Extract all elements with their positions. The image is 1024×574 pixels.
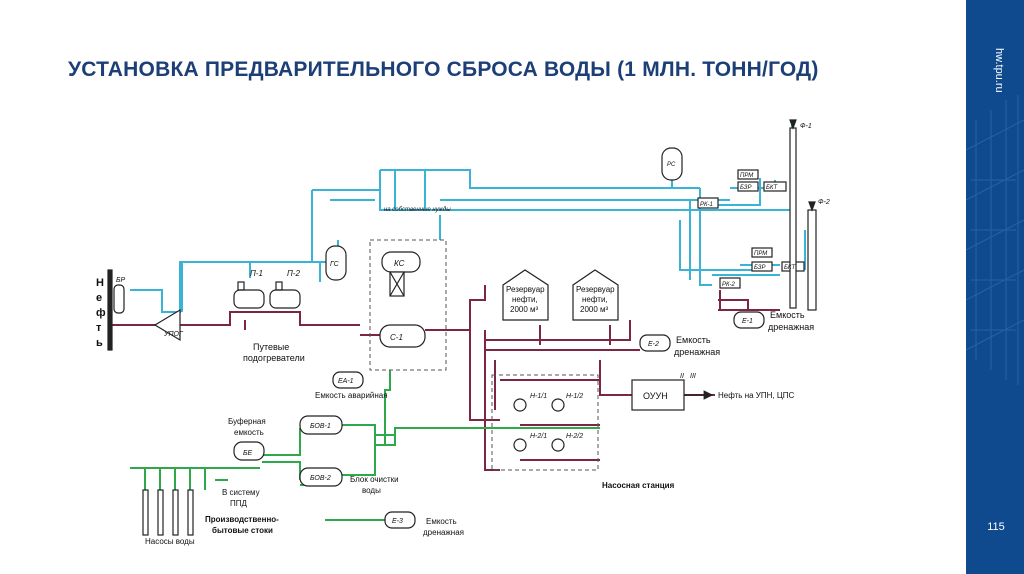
label-to-ppd-1: В систему bbox=[222, 488, 260, 497]
gas-lines bbox=[130, 120, 806, 313]
label-pump-n22: Н-2/2 bbox=[566, 433, 583, 440]
label-e1: Е-1 bbox=[742, 318, 753, 325]
label-c1: С-1 bbox=[390, 333, 403, 342]
label-tank1-1: Резервуар bbox=[506, 285, 545, 294]
slide-title: УСТАНОВКА ПРЕДВАРИТЕЛЬНОГО СБРОСА ВОДЫ (… bbox=[68, 58, 819, 81]
label-bsr-bottom: БЗР bbox=[754, 265, 765, 271]
oil-letter-1: Н bbox=[96, 277, 104, 289]
side-panel bbox=[966, 0, 1024, 574]
label-drain-mid-2: дренажная bbox=[674, 347, 720, 357]
label-bkt-top: БКТ bbox=[766, 185, 778, 191]
label-buffer-1: Буферная bbox=[228, 417, 266, 426]
label-water-pumps: Насосы воды bbox=[145, 537, 195, 546]
label-rk2: РК-2 bbox=[722, 282, 736, 288]
label-buffer-2: емкость bbox=[234, 428, 264, 437]
label-ks: КС bbox=[394, 259, 405, 268]
label-tank2-1: Резервуар bbox=[576, 285, 615, 294]
label-drain-bottom-2: дренажная bbox=[423, 528, 464, 537]
oil-letter-5: ь bbox=[96, 337, 103, 349]
label-e2: Е-2 bbox=[648, 341, 659, 348]
label-drain-right-1: Емкость bbox=[770, 310, 805, 320]
label-roman-three: III bbox=[690, 373, 696, 380]
label-drain-right-2: дренажная bbox=[768, 322, 814, 332]
dashed-boxes bbox=[369, 239, 599, 471]
label-prod-waste-2: бытовые стоки bbox=[212, 526, 273, 535]
label-ea1: ЕА-1 bbox=[338, 378, 354, 385]
oil-letter-4: т bbox=[96, 322, 102, 334]
site-url[interactable]: hw.tpu.ru bbox=[993, 48, 1005, 93]
label-drain-bottom-1: Емкость bbox=[426, 517, 457, 526]
label-pump-n12: Н-1/2 bbox=[566, 393, 583, 400]
label-water-block-2: воды bbox=[362, 486, 381, 495]
label-pump-station: Насосная станция bbox=[602, 481, 675, 490]
label-be: БЕ bbox=[243, 450, 253, 457]
label-prm-top: ПРМ bbox=[740, 173, 753, 179]
label-oil-out: Нефть на УПН, ЦПС bbox=[718, 391, 795, 400]
label-prod-waste-1: Производственно- bbox=[205, 515, 279, 524]
process-diagram: Н е ф т ь БР УПОГ П-1 П-2 Путевые подогр… bbox=[96, 119, 830, 546]
label-rk1: РК-1 bbox=[700, 202, 713, 208]
label-upog: УПОГ bbox=[163, 331, 184, 338]
label-ouun: ОУУН bbox=[643, 391, 668, 401]
label-to-ppd-2: ППД bbox=[230, 499, 248, 508]
label-rs: РС bbox=[667, 162, 676, 168]
label-br: БР bbox=[116, 277, 126, 284]
label-f1: Ф-1 bbox=[800, 123, 812, 130]
label-own-needs: на собственные нужды bbox=[384, 207, 451, 213]
label-gs: ГС bbox=[330, 261, 340, 268]
label-bov2: БОВ-2 bbox=[310, 475, 331, 482]
label-pump-n11: Н-1/1 bbox=[530, 393, 547, 400]
label-tank1-2: нефти, bbox=[512, 295, 538, 304]
water-lines bbox=[130, 370, 600, 521]
label-tank1-3: 2000 м³ bbox=[510, 305, 539, 314]
label-bov1: БОВ-1 bbox=[310, 423, 331, 430]
label-p1: П-1 bbox=[250, 269, 263, 278]
label-heaters-2: подогреватели bbox=[243, 353, 305, 363]
oil-letter-2: е bbox=[96, 292, 102, 304]
label-emergency-tank: Емкость аварийная bbox=[315, 391, 388, 400]
label-e3: Е-3 bbox=[392, 518, 403, 525]
label-prm-bottom: ПРМ bbox=[754, 251, 767, 257]
label-tank2-2: нефти, bbox=[582, 295, 608, 304]
equipment bbox=[107, 119, 817, 536]
label-bsr-top: БЗР bbox=[740, 185, 751, 191]
label-drain-mid-1: Емкость bbox=[676, 335, 711, 345]
label-roman-two: II bbox=[680, 373, 684, 380]
label-p2: П-2 bbox=[287, 269, 300, 278]
label-f2: Ф-2 bbox=[818, 199, 830, 206]
label-bkt-bottom: БКТ bbox=[784, 265, 796, 271]
page-number: 115 bbox=[987, 521, 1005, 533]
label-pump-n21: Н-2/1 bbox=[530, 433, 547, 440]
side-panel-pattern bbox=[966, 95, 1024, 385]
label-heaters-1: Путевые bbox=[253, 342, 289, 352]
oil-letter-3: ф bbox=[96, 307, 106, 319]
label-tank2-3: 2000 м³ bbox=[580, 305, 609, 314]
label-water-block-1: Блок очистки bbox=[350, 475, 399, 484]
